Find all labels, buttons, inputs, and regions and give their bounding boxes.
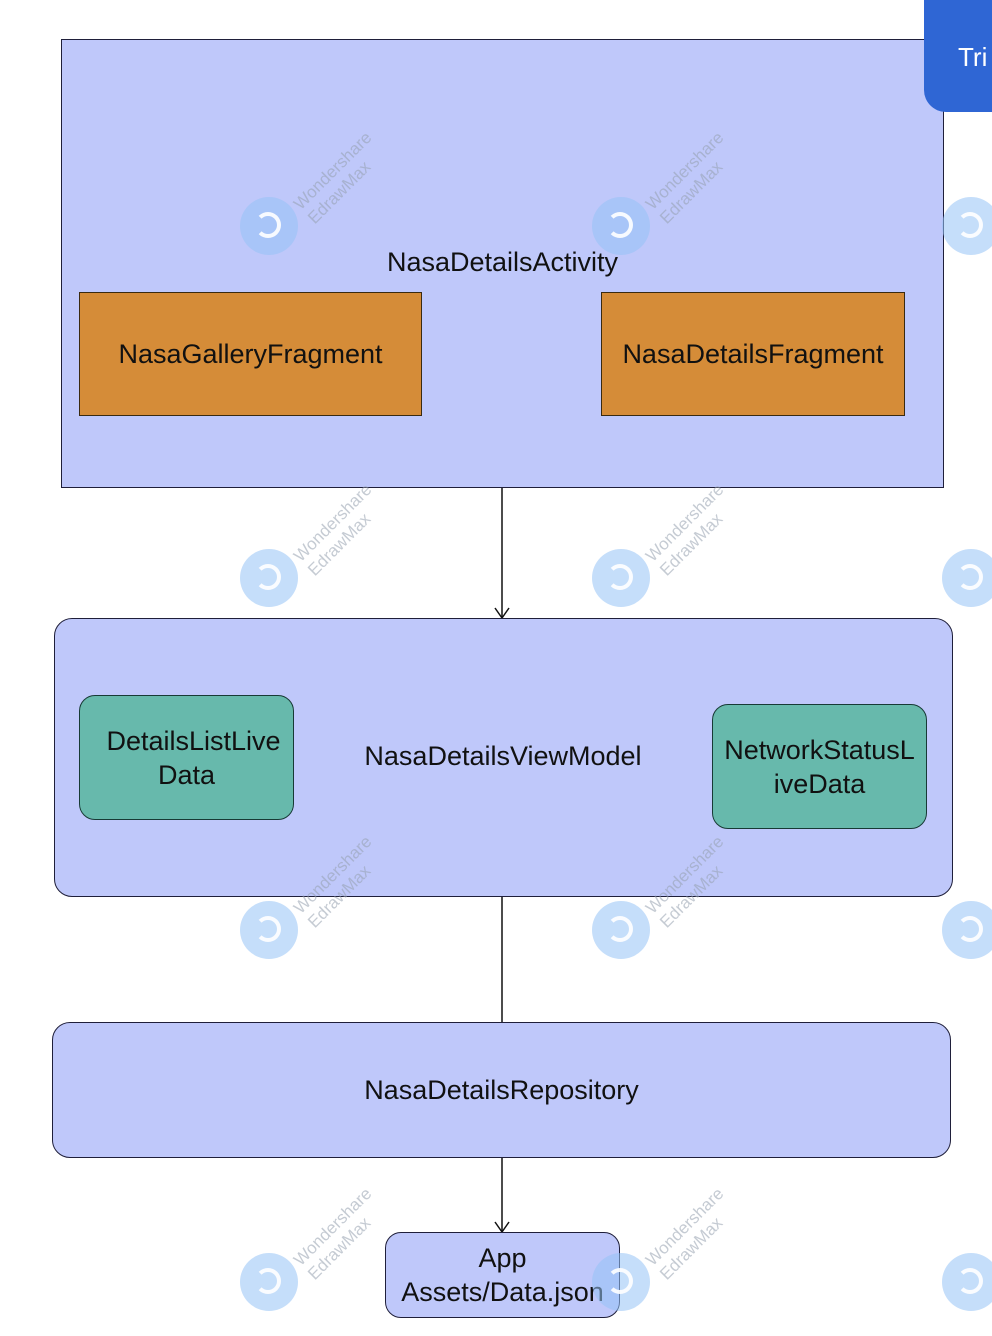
assets-label: App Assets/Data.json <box>401 1243 604 1307</box>
network-livedata-label: NetworkStatusL iveData <box>724 734 915 799</box>
network-livedata-box[interactable]: NetworkStatusL iveData <box>712 704 927 829</box>
assets-box[interactable]: App Assets/Data.json <box>385 1232 620 1318</box>
trial-badge[interactable]: Tri <box>924 0 992 112</box>
details-livedata-box[interactable]: DetailsListLive Data <box>79 695 294 820</box>
repository-box[interactable]: NasaDetailsRepository <box>52 1022 951 1158</box>
viewmodel-label: NasaDetailsViewModel <box>364 741 642 771</box>
activity-label: NasaDetailsActivity <box>386 247 619 277</box>
details-fragment-box[interactable]: NasaDetailsFragment <box>601 292 905 416</box>
details-livedata-label: DetailsListLive Data <box>106 725 281 790</box>
gallery-fragment-box[interactable]: NasaGalleryFragment <box>79 292 422 416</box>
